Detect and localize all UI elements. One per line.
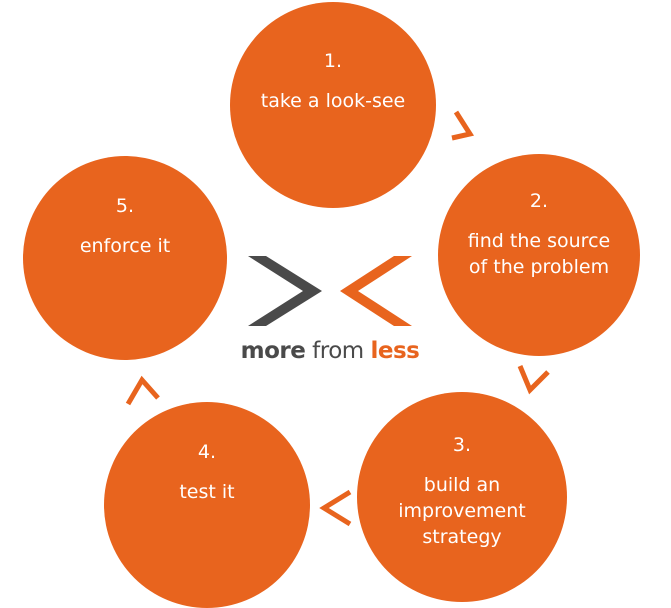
step-label: take a look-see bbox=[260, 90, 406, 112]
arrow-3-to-4-icon bbox=[319, 489, 352, 527]
step-number: 3. bbox=[452, 434, 472, 456]
step-number: 4. bbox=[197, 441, 217, 463]
logo-word-from: from bbox=[312, 338, 364, 364]
step-label: find the source of the problem bbox=[467, 230, 611, 278]
step-number: 5. bbox=[115, 195, 135, 217]
logo-text: more from less bbox=[230, 338, 430, 364]
step-2-circle: 2. find the source of the problem bbox=[438, 154, 640, 356]
logo-word-less: less bbox=[370, 338, 420, 364]
step-label: test it bbox=[179, 481, 235, 503]
logo-word-more: more bbox=[240, 338, 306, 364]
logo-dark-chevron-icon bbox=[248, 256, 322, 326]
step-4-circle: 4. test it bbox=[104, 402, 310, 608]
step-label: enforce it bbox=[79, 235, 171, 257]
step-number: 2. bbox=[529, 190, 549, 212]
step-label: build an improvement strategy bbox=[398, 474, 526, 548]
logo-orange-chevron-icon bbox=[340, 256, 412, 326]
arrow-1-to-2-icon bbox=[451, 110, 475, 141]
step-3-circle: 3. build an improvement strategy bbox=[357, 392, 567, 602]
step-1-circle: 1. take a look-see bbox=[230, 2, 436, 208]
step-number: 1. bbox=[323, 50, 343, 72]
step-5-circle: 5. enforce it bbox=[23, 156, 227, 360]
arrow-2-to-3-icon bbox=[517, 365, 550, 395]
arrow-4-to-5-icon bbox=[125, 375, 160, 406]
